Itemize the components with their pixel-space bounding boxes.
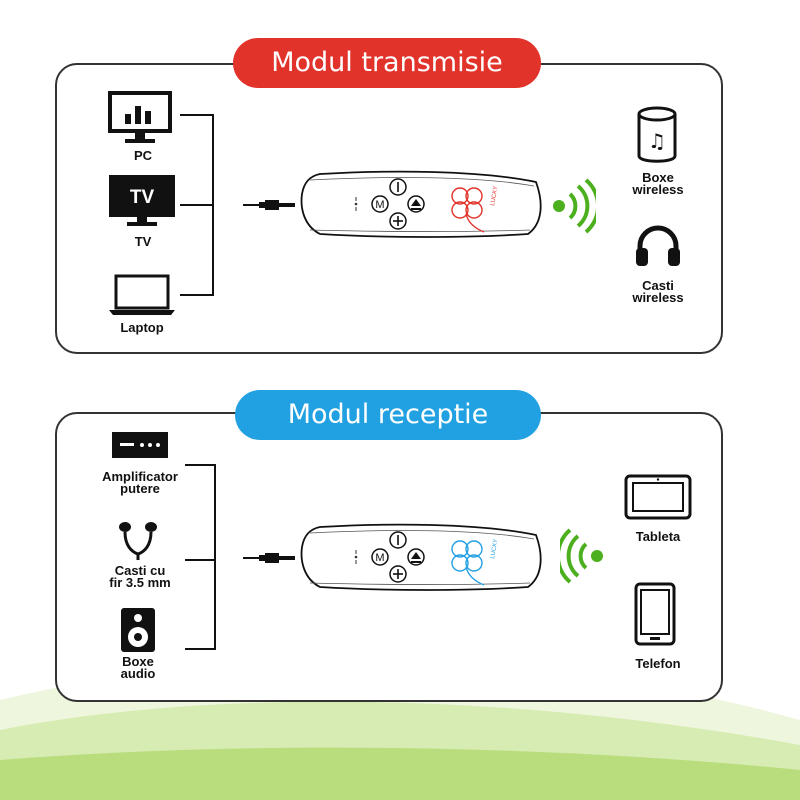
speaker-box-icon (121, 608, 155, 652)
svg-text:M: M (375, 199, 384, 211)
monitor-icon (108, 91, 172, 143)
target-label-headphones: Casti wireless (618, 278, 698, 305)
svg-text:LUCKY: LUCKY (490, 186, 499, 207)
tablet-icon (624, 474, 692, 520)
svg-text:TV: TV (130, 187, 155, 208)
source-label-speaker-box-line2: audio (120, 666, 156, 681)
svg-text:LUCKY: LUCKY (490, 539, 499, 560)
source-label-earphones-line2: fir 3.5 mm (109, 575, 171, 590)
source-label-laptop: Laptop (120, 320, 164, 335)
earphones-icon (119, 522, 157, 560)
target-label-speaker-line2: wireless (632, 182, 684, 197)
source-label-amplifier: Amplificator putere (88, 469, 192, 496)
source-label-tv: TV (134, 234, 152, 249)
amplifier-icon (112, 432, 168, 458)
target-label-speaker: Boxe wireless (618, 170, 698, 197)
speaker-icon: ♫ (637, 106, 677, 163)
svg-text:M: M (375, 552, 384, 564)
source-label-amplifier-line2: putere (120, 481, 160, 496)
source-label-speaker-box-line1: Boxe (122, 654, 154, 669)
bluetooth-adapter-device: M LUCKY (300, 170, 542, 238)
target-label-phone: Telefon (635, 656, 681, 671)
source-label-earphones: Casti cu fir 3.5 mm (88, 563, 192, 590)
wireless-signal-icon (553, 178, 596, 234)
source-label-amplifier-line1: Amplificator (102, 469, 178, 484)
source-label-speaker-box: Boxe audio (100, 654, 176, 681)
audio-jack-icon-receive (243, 553, 295, 563)
target-label-tablet: Tableta (635, 529, 681, 544)
audio-jack-icon (243, 200, 295, 210)
transmit-mode-title: Modul transmisie (233, 38, 541, 88)
tv-icon: TV (109, 175, 175, 226)
receive-mode-title: Modul receptie (235, 390, 541, 440)
target-label-headphones-line1: Casti (642, 278, 674, 293)
laptop-icon (109, 274, 175, 315)
source-label-earphones-line1: Casti cu (114, 563, 166, 578)
svg-text:♫: ♫ (648, 129, 666, 153)
headphones-icon (636, 225, 680, 266)
source-connector-receive (185, 464, 216, 650)
phone-icon (634, 582, 676, 646)
bluetooth-adapter-device-receive: M LUCKY (300, 523, 542, 591)
source-label-pc: PC (133, 148, 153, 163)
target-label-headphones-line2: wireless (632, 290, 684, 305)
target-label-speaker-line1: Boxe (642, 170, 674, 185)
source-connector (180, 114, 214, 296)
wireless-signal-icon-receive (560, 528, 603, 584)
